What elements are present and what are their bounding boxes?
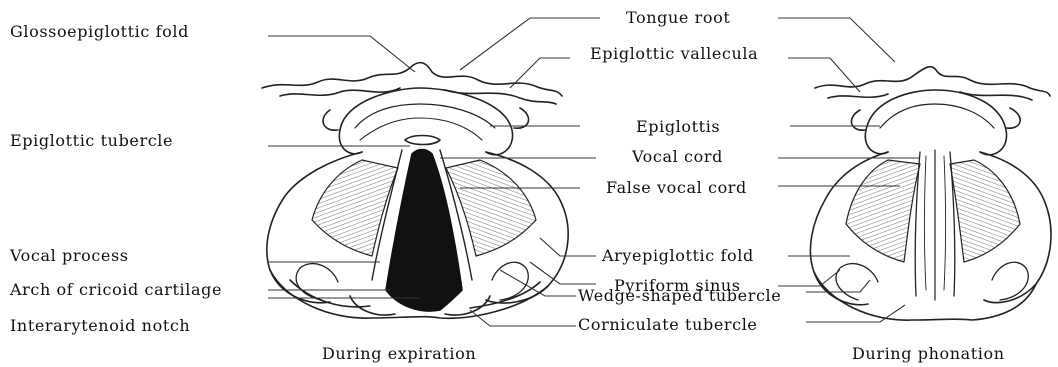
caption-during-expiration: During expiration — [322, 344, 476, 363]
larynx-expiration-illustration — [262, 63, 568, 319]
caption-during-phonation: During phonation — [852, 344, 1005, 363]
label-epiglottic-vallecula: Epiglottic vallecula — [590, 44, 758, 64]
label-wedge-shaped-tubercle: Wedge-shaped tubercle — [578, 286, 781, 306]
larynx-phonation-illustration — [810, 67, 1051, 320]
label-epiglottic-tubercle: Epiglottic tubercle — [10, 131, 173, 151]
label-interarytenoid-notch: Interarytenoid notch — [10, 316, 190, 336]
label-vocal-process: Vocal process — [10, 246, 129, 266]
label-tongue-root: Tongue root — [626, 8, 730, 28]
label-false-vocal-cord: False vocal cord — [606, 178, 747, 198]
label-arch-of-cricoid-cartilage: Arch of cricoid cartilage — [10, 280, 222, 300]
label-vocal-cord: Vocal cord — [632, 147, 723, 167]
label-corniculate-tubercle: Corniculate tubercle — [578, 315, 758, 335]
label-epiglottis: Epiglottis — [636, 117, 720, 137]
label-glossoepiglottic-fold: Glossoepiglottic fold — [10, 22, 189, 42]
label-aryepiglottic-fold: Aryepiglottic fold — [602, 246, 754, 266]
